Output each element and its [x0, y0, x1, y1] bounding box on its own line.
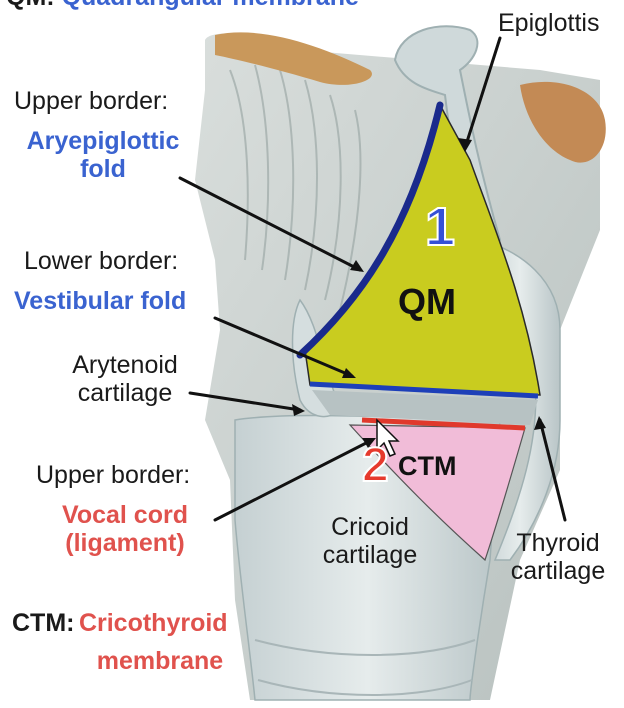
arytenoid-line-1: Arytenoid [50, 352, 200, 380]
ctm-legend-text: Cricothyroid [79, 609, 228, 637]
thyroid-line-1: Thyroid [496, 530, 620, 558]
qm-number: 1 [425, 198, 455, 257]
ctm-legend-abbr: CTM: [12, 609, 74, 637]
top-caption-text: Quadrangular membrane [62, 0, 359, 11]
label-vocal-cord: Vocal cord (ligament) [40, 502, 210, 557]
label-cricoid-cartilage: Cricoid cartilage [300, 514, 440, 569]
label-thyroid-cartilage: Thyroid cartilage [496, 530, 620, 585]
label-lower-border: Lower border: [24, 248, 178, 276]
top-caption-abbr: QM: [6, 0, 55, 11]
aryepiglottic-line-1: Aryepiglottic [8, 128, 198, 156]
qm-label: QM [398, 282, 456, 322]
label-upper-border-1: Upper border: [14, 88, 168, 116]
label-epiglottis: Epiglottis [498, 10, 599, 38]
ctm-label: CTM [398, 452, 456, 482]
ctm-number: 2 [362, 440, 389, 493]
label-ctm-legend-2: membrane [60, 648, 260, 676]
label-upper-border-2: Upper border: [36, 462, 190, 490]
thyroid-line-2: cartilage [496, 558, 620, 586]
label-vestibular-fold: Vestibular fold [14, 288, 186, 316]
label-ctm-legend: CTM: Cricothyroid [12, 610, 228, 638]
vocal-cord-line-1: Vocal cord [40, 502, 210, 530]
top-caption: QM: Quadrangular membrane [6, 0, 359, 12]
cricoid-line-2: cartilage [300, 542, 440, 570]
label-aryepiglottic-fold: Aryepiglottic fold [8, 128, 198, 183]
cricoid-line-1: Cricoid [300, 514, 440, 542]
label-arytenoid-cartilage: Arytenoid cartilage [50, 352, 200, 407]
aryepiglottic-line-2: fold [8, 156, 198, 184]
vocal-cord-line-2: (ligament) [40, 530, 210, 558]
arytenoid-line-2: cartilage [50, 380, 200, 408]
